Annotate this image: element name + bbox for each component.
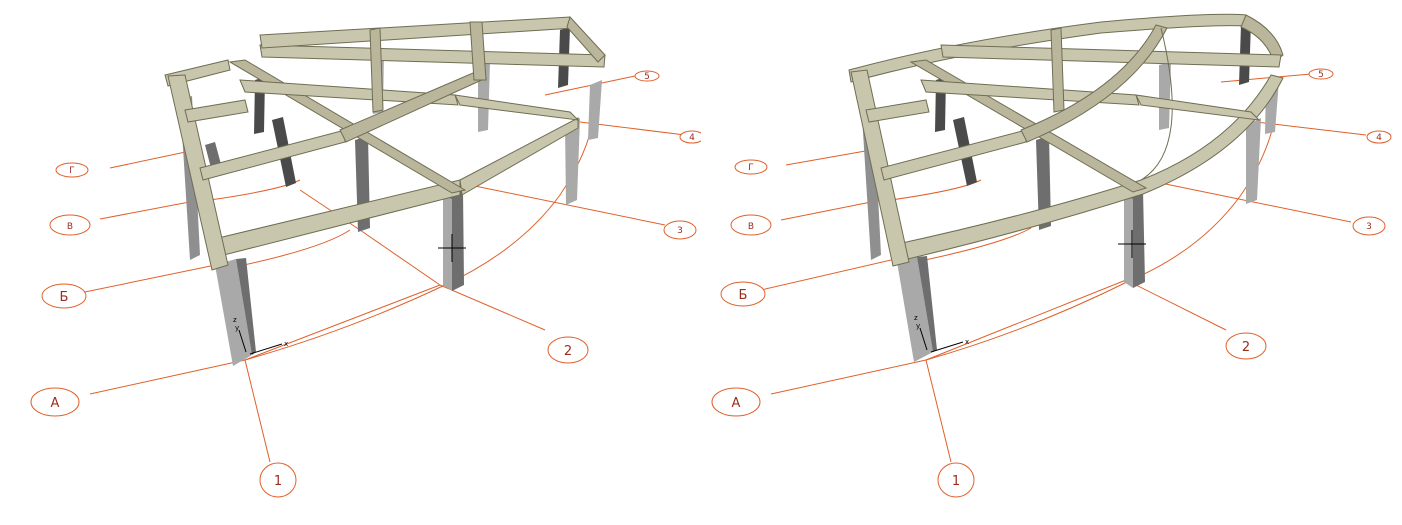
gizmo-z-label: z xyxy=(233,316,237,324)
gizmo-z-label: z xyxy=(914,314,918,322)
grid-lines xyxy=(760,73,1367,463)
grid-bubble-letter-b xyxy=(720,281,766,307)
grid-labels: А Б В Г 1 2 3 4 5 xyxy=(732,70,1383,489)
grid-bubble-number-5 xyxy=(634,70,660,82)
grid-label-1: 1 xyxy=(274,474,282,489)
gizmo-x-label: x xyxy=(284,340,288,348)
viewport-left[interactable]: А Б В Г 1 2 3 4 5 z y x xyxy=(0,0,701,525)
grid-bubbles xyxy=(711,68,1392,498)
grid-label-4: 4 xyxy=(1376,133,1382,143)
grid-bubble-number-2 xyxy=(1225,332,1267,360)
grid-bubble-letter-b xyxy=(41,283,87,309)
grid-label-a: А xyxy=(732,396,741,411)
grid-label-1: 1 xyxy=(952,474,960,489)
grid-bubble-letter-g xyxy=(55,162,89,178)
grid-bubble-number-3 xyxy=(663,220,697,240)
grid-label-3: 3 xyxy=(1366,222,1372,232)
grid-label-4: 4 xyxy=(689,133,695,143)
crosshair-icon xyxy=(1118,230,1146,258)
model-canvas-left[interactable]: А Б В Г 1 2 3 4 5 z y x xyxy=(0,0,701,525)
model-canvas-right[interactable]: А Б В Г 1 2 3 4 5 z y x xyxy=(701,0,1402,525)
grid-label-v: В xyxy=(67,222,73,232)
grid-label-a: А xyxy=(51,396,60,411)
grid-bubble-number-4 xyxy=(679,130,701,144)
grid-bubble-letter-v xyxy=(49,214,91,236)
grid-bubble-number-2 xyxy=(547,336,589,364)
axis-gizmo-icon: z y x xyxy=(914,314,969,353)
grid-label-2: 2 xyxy=(564,344,572,359)
grid-label-b: Б xyxy=(60,290,69,305)
grid-bubble-letter-v xyxy=(730,214,772,236)
crosshair-icon xyxy=(438,234,466,262)
grid-label-v: В xyxy=(748,222,754,232)
grid-bubble-letter-a xyxy=(30,387,80,417)
grid-label-3: 3 xyxy=(677,226,683,236)
grid-bubbles xyxy=(30,70,701,498)
grid-bubble-letter-a xyxy=(711,387,761,417)
grid-labels: А Б В Г 1 2 3 4 5 xyxy=(51,72,696,489)
grid-label-g: Г xyxy=(69,166,75,176)
grid-bubble-number-4 xyxy=(1366,130,1392,144)
grid-label-b: Б xyxy=(739,288,748,303)
gizmo-y-label: y xyxy=(916,322,920,330)
grid-bubble-number-1 xyxy=(937,462,975,498)
grid-label-5: 5 xyxy=(1318,70,1324,80)
viewport-right[interactable]: А Б В Г 1 2 3 4 5 z y x xyxy=(701,0,1402,525)
grid-bubble-number-1 xyxy=(259,462,297,498)
grid-label-g: Г xyxy=(748,163,754,173)
columns xyxy=(861,22,1279,362)
beams xyxy=(164,16,606,271)
beams xyxy=(848,13,1284,267)
grid-label-2: 2 xyxy=(1242,340,1250,355)
grid-bubble-letter-g xyxy=(734,159,768,175)
grid-bubble-number-5 xyxy=(1308,68,1334,80)
grid-bubble-number-3 xyxy=(1352,216,1386,236)
gizmo-y-label: y xyxy=(235,324,239,332)
axis-gizmo-icon: z y x xyxy=(233,316,288,355)
gizmo-x-label: x xyxy=(965,338,969,346)
grid-label-5: 5 xyxy=(644,72,650,82)
